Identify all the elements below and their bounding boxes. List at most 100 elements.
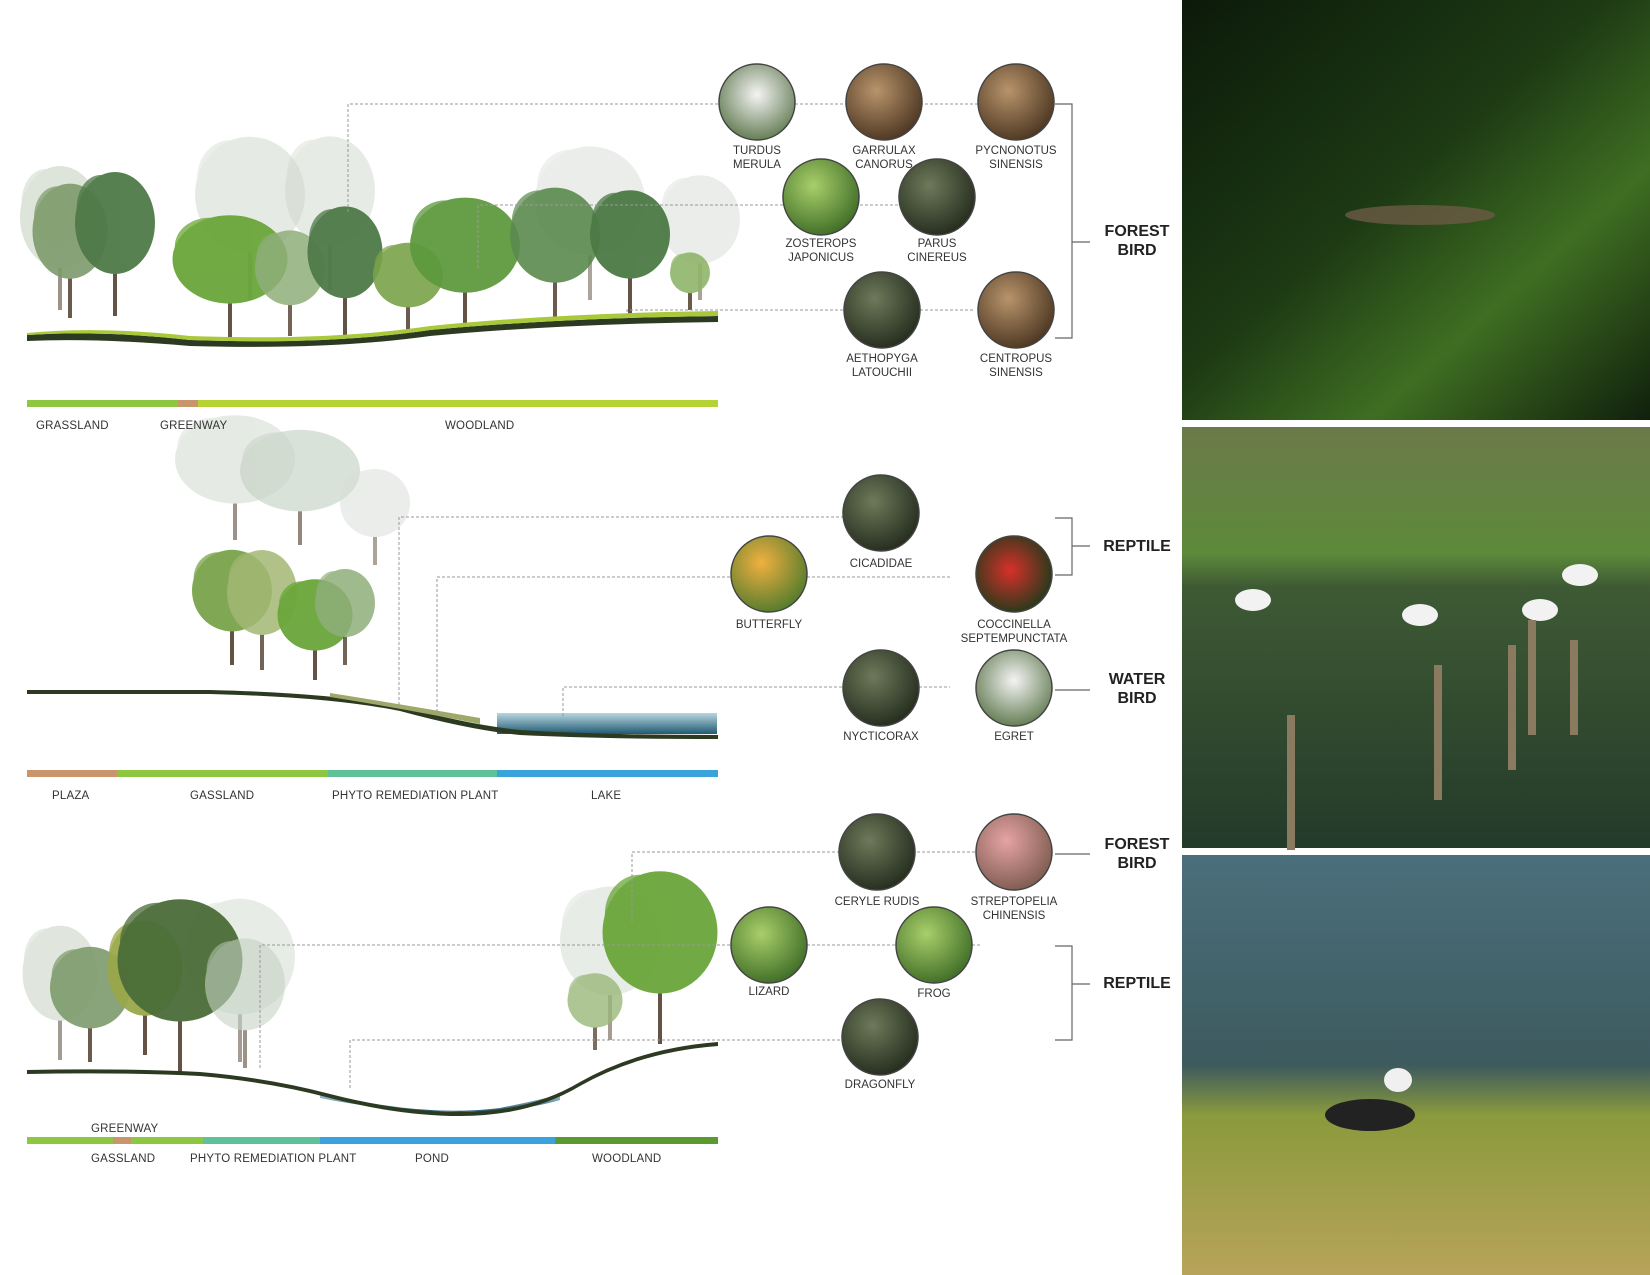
zone-bar-segment — [328, 770, 497, 777]
species-photo — [895, 906, 973, 984]
tree-trunk — [68, 255, 72, 318]
tree-canopy — [205, 938, 285, 1031]
leader-line — [349, 1039, 885, 1088]
species-photo — [730, 906, 808, 984]
species-label: PARUS CINEREUS — [907, 238, 967, 264]
egret-shape — [1235, 589, 1271, 611]
species-label: ZOSTEROPS JAPONICUS — [785, 238, 857, 264]
zone-bar-segment — [113, 1137, 131, 1144]
section-3-ground — [27, 1042, 718, 1116]
zone-bar-segment — [320, 1137, 555, 1144]
tree-canopy — [604, 874, 674, 955]
leader-line — [631, 851, 1005, 922]
zone-bar-segment — [117, 770, 328, 777]
tree-canopy — [34, 186, 79, 248]
species-photo — [975, 649, 1053, 727]
group-label: FOREST BIRD — [1104, 836, 1170, 872]
tree-trunk — [228, 281, 232, 340]
tree-canopy — [412, 200, 479, 262]
tree — [75, 172, 155, 316]
tree-trunk — [113, 248, 117, 316]
tree-trunk — [230, 611, 234, 665]
egret-shape — [1562, 564, 1598, 586]
group-label: REPTILE — [1103, 975, 1171, 992]
lizard-shape — [1345, 205, 1495, 225]
lake-water — [497, 713, 717, 734]
zone-label: GRASSLAND — [36, 420, 109, 432]
species-label: GARRULAX CANORUS — [852, 145, 916, 171]
tree-canopy — [511, 190, 566, 252]
species-label: BUTTERFLY — [735, 619, 803, 631]
tree-canopy — [316, 571, 353, 615]
wooden-post — [1287, 715, 1295, 850]
tree-canopy — [591, 192, 640, 250]
tree-trunk — [143, 992, 147, 1055]
zone-bar-segment — [497, 770, 718, 777]
species-photo — [842, 474, 920, 552]
tree — [255, 230, 325, 336]
tree-canopy — [242, 432, 315, 485]
species-photo — [718, 63, 796, 141]
species-label: CERYLE RUDIS — [834, 896, 920, 908]
tree — [315, 569, 375, 665]
tree-trunk — [233, 481, 237, 540]
egret-shape — [1402, 604, 1438, 626]
tree-canopy — [279, 581, 324, 628]
tree-trunk — [406, 291, 410, 334]
tree — [510, 187, 600, 322]
tree — [205, 938, 285, 1068]
leader-line — [562, 686, 950, 716]
wooden-post — [1570, 640, 1578, 735]
tree-trunk — [628, 256, 632, 315]
species-photo — [843, 271, 921, 349]
species-photo — [975, 813, 1053, 891]
tree-trunk — [88, 1008, 92, 1062]
tree — [567, 973, 623, 1050]
tree-canopy — [120, 902, 195, 983]
zone-bar-segment — [203, 1137, 320, 1144]
tree-trunk — [593, 1014, 597, 1050]
species-label: DRAGONFLY — [844, 1079, 916, 1091]
tree-canopy — [661, 177, 710, 235]
zone-label: PHYTO REMEDIATION PLANT — [190, 1153, 357, 1165]
tree-canopy — [568, 974, 602, 1011]
zone-label: POND — [415, 1153, 450, 1165]
species-photo — [730, 535, 808, 613]
tree-trunk — [343, 275, 347, 336]
wagtail-on-shore-photo — [1182, 855, 1650, 1275]
leader-line — [347, 103, 980, 212]
wooden-post — [1508, 645, 1516, 770]
wagtail-head — [1384, 1068, 1412, 1092]
zone-bar-segment — [131, 1137, 203, 1144]
species-photo — [842, 649, 920, 727]
tree-canopy — [340, 469, 410, 537]
leader-line — [398, 516, 855, 705]
species-label: LIZARD — [748, 986, 790, 998]
tree-trunk — [343, 620, 347, 665]
tree-trunk — [553, 259, 557, 322]
species-photo — [838, 813, 916, 891]
species-label: EGRET — [994, 731, 1034, 743]
zone-bar-segment — [27, 770, 117, 777]
egret-shape — [1522, 599, 1558, 621]
leader-line — [477, 204, 975, 268]
tree-canopy — [177, 417, 250, 475]
wagtail-shape — [1325, 1099, 1415, 1131]
tree-canopy — [197, 140, 264, 216]
species-photo — [845, 63, 923, 141]
tree-canopy — [309, 209, 354, 269]
zone-label: GASSLAND — [91, 1153, 156, 1165]
zone-label: LAKE — [591, 790, 622, 802]
tree — [410, 197, 520, 332]
species-label: COCCINELLA SEPTEMPUNCTATA — [960, 619, 1068, 645]
zone-bar-segment — [198, 400, 718, 407]
phyto-planting — [330, 693, 480, 724]
tree-trunk — [658, 963, 662, 1044]
tree — [340, 469, 410, 565]
zone-bar-segment — [27, 1137, 113, 1144]
wooden-post — [1528, 620, 1536, 735]
zone-label: GASSLAND — [190, 790, 255, 802]
leader-line — [626, 309, 975, 312]
group-label: FOREST BIRD — [1104, 223, 1170, 259]
tree-trunk — [58, 997, 62, 1060]
